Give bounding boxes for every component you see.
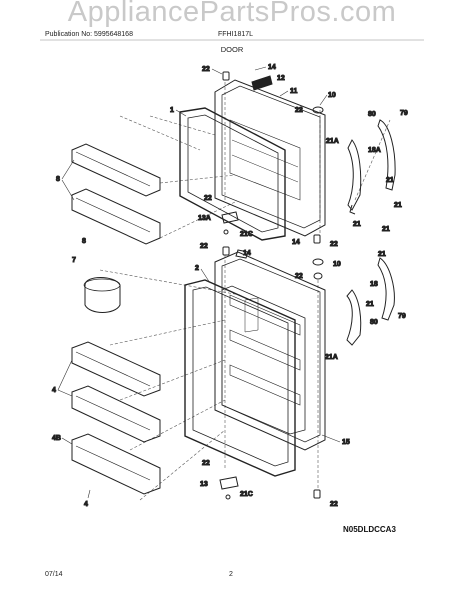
fresh-food-door-outer-panel [214, 251, 326, 451]
callout-80: 80 [370, 319, 378, 326]
freezer-door-hinge-top [222, 71, 324, 114]
callout-14: 14 [243, 250, 251, 257]
freezer-plug [313, 234, 321, 244]
callout-8: 8 [56, 176, 60, 183]
model-number: FFHI1817L [218, 31, 254, 38]
callout-21: 21 [378, 251, 386, 258]
watermark: AppliancePartsPros.com [67, 0, 397, 28]
door-bin-2 [71, 385, 161, 443]
freezer-hinge-bottom [221, 211, 239, 235]
callout-10: 10 [328, 92, 336, 99]
callout-18: 18 [370, 281, 378, 288]
callout-18a: 18A [368, 147, 381, 154]
callout-4: 4 [52, 387, 56, 394]
callout-21: 21 [382, 226, 390, 233]
callout-21a: 21A [325, 354, 338, 361]
callout-11: 11 [290, 88, 298, 95]
fresh-food-plug [313, 489, 321, 499]
freezer-shelf-upper [71, 143, 161, 197]
freezer-door-gasket [179, 107, 286, 241]
callout-79: 79 [398, 313, 406, 320]
callout-7: 7 [72, 257, 76, 264]
callout-80: 80 [368, 111, 376, 118]
leader-lines [99, 82, 391, 501]
callout-21: 21 [394, 202, 402, 209]
callout-13a: 13A [198, 215, 211, 222]
diagram-code: N05DLDCCA3 [343, 525, 396, 534]
fresh-food-handle-right [377, 257, 395, 321]
fresh-food-door-gasket [184, 279, 296, 477]
callout-8: 8 [82, 238, 86, 245]
butter-compartment [83, 277, 121, 313]
footer-date: 07/14 [45, 571, 63, 578]
freezer-door-outer-panel [214, 79, 326, 237]
callout-2: 2 [195, 265, 199, 272]
callout-4b: 4B [52, 435, 61, 442]
fresh-food-door-handle [346, 289, 362, 346]
callout-10: 10 [333, 261, 341, 268]
door-bin-3 [71, 433, 161, 495]
fresh-food-hinge-top [222, 246, 324, 280]
callout-1: 1 [170, 107, 174, 114]
callout-22: 22 [330, 501, 338, 508]
label-leaders [57, 66, 341, 499]
publication-number: Publication No: 5995648168 [45, 31, 133, 38]
freezer-shelf-lower [71, 188, 161, 245]
page-number: 2 [229, 571, 233, 578]
freezer-handle-right [377, 119, 396, 191]
callout-12: 12 [277, 75, 285, 82]
section-title: DOOR [220, 45, 244, 54]
freezer-door-handle [347, 139, 362, 215]
door-bin-1 [71, 341, 161, 397]
callout-4: 4 [84, 501, 88, 508]
callout-14: 14 [292, 239, 300, 246]
callout-79: 79 [400, 110, 408, 117]
callout-13: 13 [200, 481, 208, 488]
callout-22: 22 [330, 241, 338, 248]
callout-21: 21 [366, 301, 374, 308]
fresh-food-door-liner [221, 285, 306, 435]
callout-21: 21 [386, 177, 394, 184]
callout-15: 15 [342, 439, 350, 446]
callout-22: 22 [295, 273, 303, 280]
callout-22: 22 [204, 195, 212, 202]
callout-21c: 21C [240, 231, 253, 238]
fresh-food-hinge-bottom [219, 476, 239, 500]
callout-21a: 21A [326, 138, 339, 145]
callout-labels: 22 14 12 11 10 22 80 79 1 21A 18A 8 21 2… [52, 64, 409, 509]
callout-14: 14 [268, 64, 276, 71]
callout-22: 22 [295, 107, 303, 114]
callout-22: 22 [202, 460, 210, 467]
callout-21c: 21C [240, 491, 253, 498]
callout-22: 22 [200, 243, 208, 250]
callout-21: 21 [353, 221, 361, 228]
callout-22: 22 [202, 66, 210, 73]
